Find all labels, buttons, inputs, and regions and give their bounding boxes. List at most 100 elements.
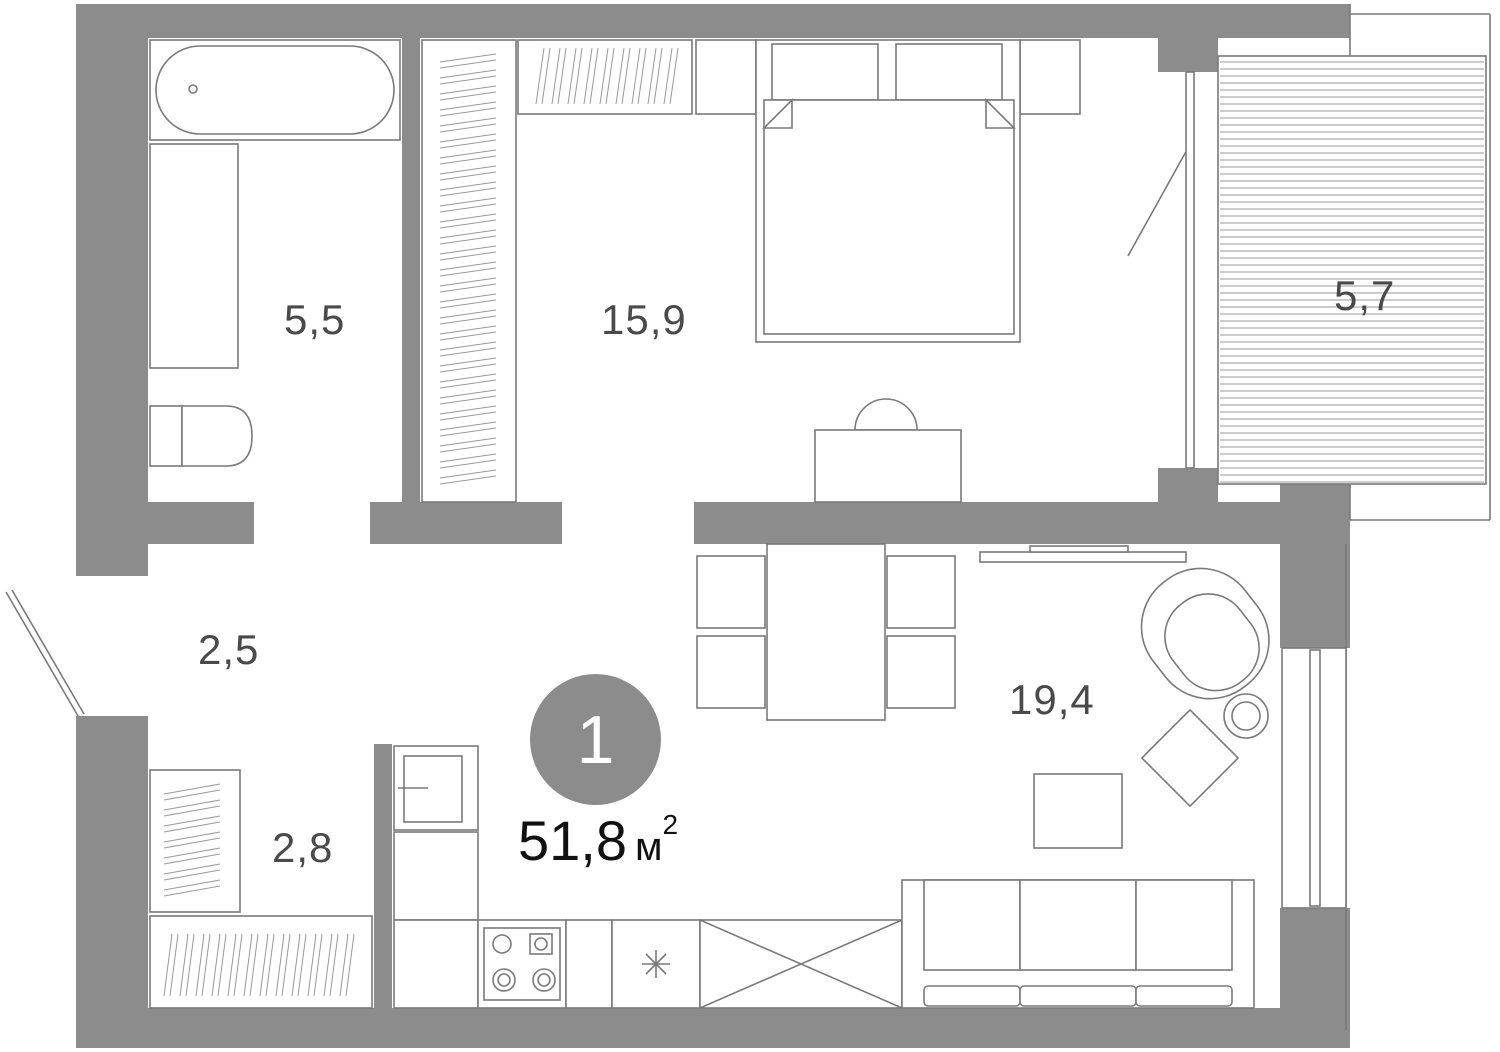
hanger-line	[163, 879, 221, 891]
room-area-living-kitchen: 19,4	[1009, 676, 1095, 723]
bathtub-basin	[155, 45, 395, 135]
entry-door-leaf-edge	[11, 589, 85, 715]
hanger-line	[439, 85, 497, 95]
side-table-inner	[1231, 701, 1261, 731]
hanger-line	[589, 47, 599, 105]
wall-right-lower	[1280, 908, 1350, 1048]
burner-2-ring-icon	[534, 937, 548, 951]
hanger-line	[291, 933, 301, 997]
blanket-fold-left	[762, 98, 793, 129]
hanger-line	[211, 933, 221, 997]
hanger-line	[605, 47, 615, 105]
hanger-line	[439, 363, 497, 373]
dining-chair-1	[696, 555, 766, 629]
hanger-line	[163, 885, 221, 897]
hanger-line	[439, 357, 497, 367]
hanger-line	[439, 283, 497, 293]
bathtub-drain-icon	[188, 84, 198, 94]
wall-middle-center	[370, 502, 562, 544]
kitchen-counter-1	[393, 919, 479, 1009]
hanger-line	[439, 347, 497, 357]
walls	[76, 4, 1350, 1048]
hanger-line	[439, 389, 497, 399]
nightstand-right	[1019, 39, 1081, 115]
sofa-seat-2	[1019, 985, 1137, 1007]
hanger-line	[653, 47, 663, 105]
hanger-line	[439, 251, 497, 261]
hanger-line	[163, 821, 221, 833]
hanger-line	[439, 309, 497, 319]
pouf	[1140, 708, 1240, 808]
hanger-line	[439, 149, 497, 159]
hanger-line	[439, 453, 497, 463]
wall-right-upper	[1280, 470, 1350, 648]
balcony-deck	[1217, 55, 1487, 485]
sofa-cushion-2	[1019, 879, 1137, 971]
hanger-line	[439, 379, 497, 389]
hanger-line	[163, 815, 221, 827]
hanger-line	[551, 47, 561, 105]
burner-4-inner-icon	[537, 973, 551, 987]
hanger-line	[439, 331, 497, 341]
hanger-line	[439, 75, 497, 85]
hanger-line	[201, 933, 211, 997]
hanger-line	[163, 831, 221, 843]
hanger-line	[439, 437, 497, 447]
desk-chair	[854, 398, 918, 431]
hanger-line	[439, 325, 497, 335]
sink-bowl	[403, 755, 463, 823]
hanger-line	[439, 101, 497, 111]
hanger-line	[339, 933, 349, 997]
hanger-line	[647, 47, 657, 105]
living-kitchen	[393, 543, 1347, 1009]
wall-top	[76, 4, 1350, 38]
hanger-line	[439, 405, 497, 415]
cabinet-cross-2	[699, 919, 903, 1009]
hanger-line	[275, 933, 285, 997]
hanger-line	[323, 933, 333, 997]
hanger-line	[163, 869, 221, 881]
hanger-line	[163, 863, 221, 875]
wall-middle-left	[148, 502, 254, 544]
balcony-deck-boards	[1220, 61, 1484, 483]
hanger-line	[439, 53, 497, 63]
hanger-line	[439, 187, 497, 197]
dining-chair-2	[696, 635, 766, 709]
hanger-line	[439, 229, 497, 239]
hanger-line	[439, 107, 497, 117]
hanger-line	[439, 277, 497, 287]
room-area-hall: 2,5	[198, 626, 260, 673]
bed-mattress	[763, 99, 1015, 335]
hanger-line	[307, 933, 317, 997]
storage-lower-hangers	[163, 933, 355, 997]
hanger-line	[599, 47, 609, 105]
hanger-line	[217, 933, 227, 997]
hanger-line	[163, 789, 221, 801]
hanger-line	[329, 933, 339, 997]
coffee-table	[1033, 773, 1123, 849]
hanger-line	[439, 299, 497, 309]
burner-3-icon	[492, 968, 516, 992]
apartment-number-badge: 1	[530, 674, 661, 805]
hanger-line	[439, 171, 497, 181]
nightstand-left	[695, 39, 757, 115]
wardrobe-top-hangers	[535, 47, 679, 105]
hanger-line	[243, 933, 253, 997]
hanger-line	[439, 165, 497, 175]
wall-top-right-stub	[1158, 38, 1218, 72]
total-area-exponent: 2	[662, 809, 679, 841]
hanger-line	[195, 933, 205, 997]
hanger-line	[163, 783, 221, 795]
hanger-line	[163, 799, 221, 811]
hanger-line	[439, 427, 497, 437]
blanket-fold-right	[985, 98, 1016, 129]
hanger-line	[439, 443, 497, 453]
hanger-line	[439, 69, 497, 79]
entry-door-leaf	[5, 591, 79, 717]
burner-2-icon	[529, 933, 553, 955]
hanger-line	[615, 47, 625, 105]
hanger-line	[439, 395, 497, 405]
dining-chair-4	[886, 635, 956, 709]
tv-shelf	[979, 551, 1187, 563]
